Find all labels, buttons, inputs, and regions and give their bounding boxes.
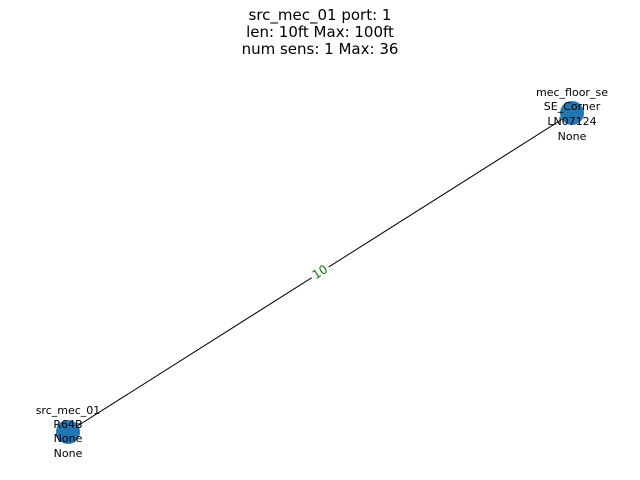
- node-label-line: None: [54, 447, 83, 460]
- node-label-line: None: [558, 130, 587, 143]
- edge-label-group: 10: [307, 259, 333, 285]
- node-label-line: SE_Corner: [544, 100, 601, 113]
- edge-label: 10: [310, 262, 330, 282]
- node-label-src-mec-01: src_mec_01 R64B None None: [36, 404, 101, 460]
- node-label-line: mec_floor_se: [536, 86, 608, 99]
- node-label-line: None: [54, 432, 83, 445]
- edge-label-background: [307, 259, 333, 285]
- title-line-length: len: 10ft Max: 100ft: [246, 23, 394, 41]
- title-line-sensors: num sens: 1 Max: 36: [241, 40, 399, 58]
- diagram-title: src_mec_01 port: 1 len: 10ft Max: 100ft …: [0, 7, 640, 58]
- node-label-line: src_mec_01: [36, 404, 101, 417]
- node-mec-floor-se: [560, 101, 584, 125]
- node-label-line: R64B: [53, 418, 82, 431]
- node-label-line: LN07124: [547, 115, 596, 128]
- node-src-mec-01: [56, 420, 80, 444]
- node-label-mec-floor-se: mec_floor_se SE_Corner LN07124 None: [536, 86, 608, 143]
- title-line-port: src_mec_01 port: 1: [248, 6, 392, 24]
